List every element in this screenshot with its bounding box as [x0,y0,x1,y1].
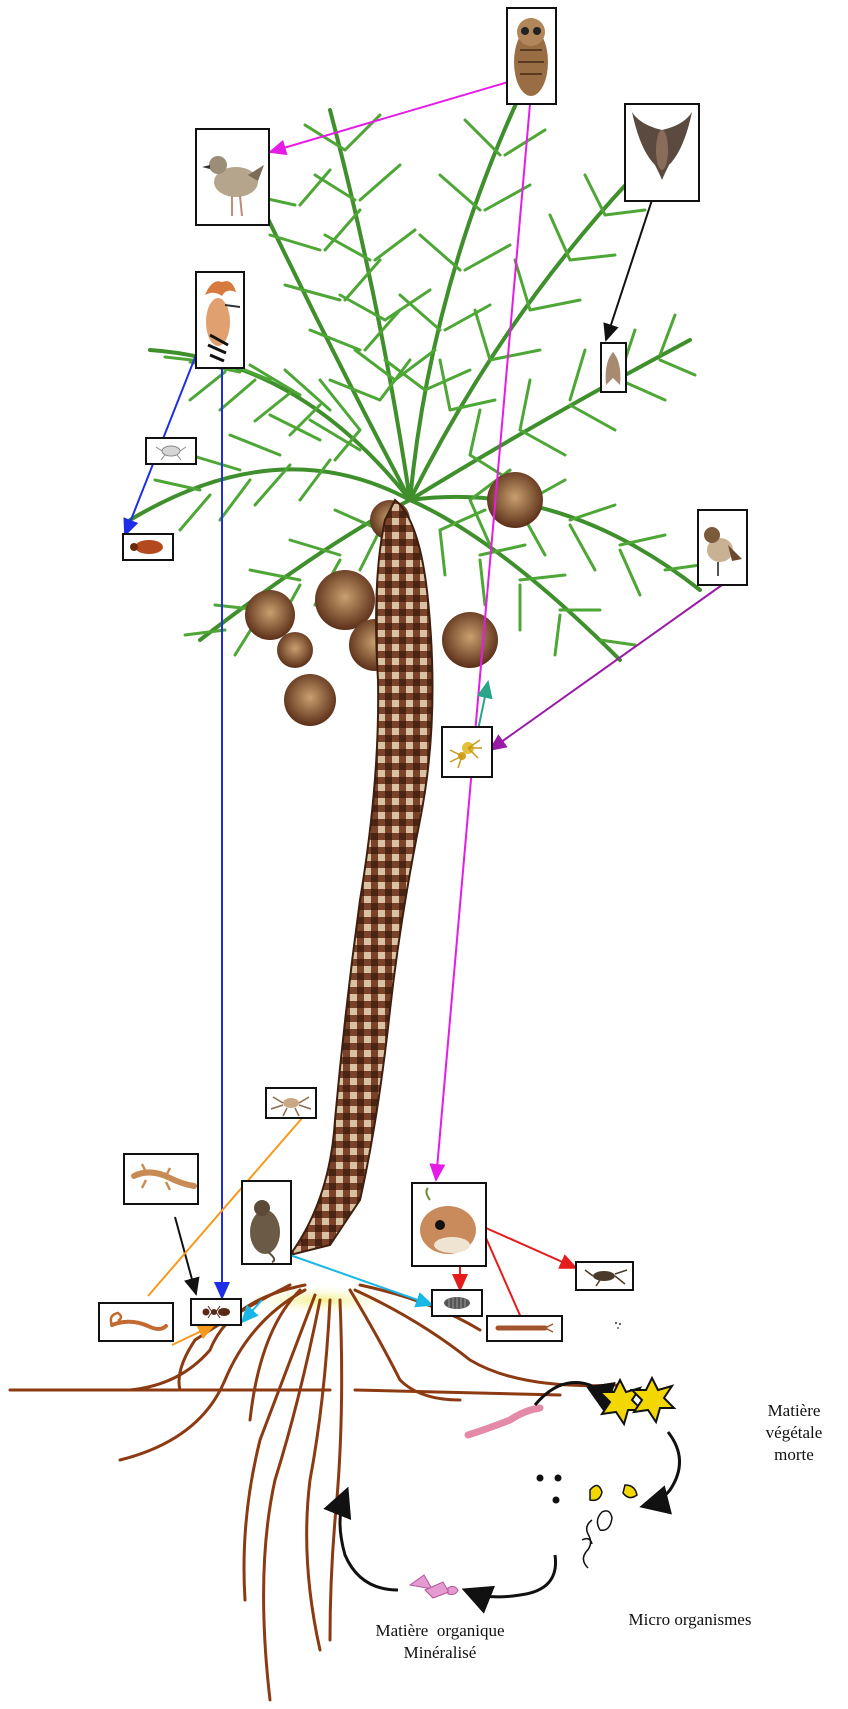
owl-box [507,8,556,104]
dead-plant-label-line2: morte [740,1444,848,1466]
palm-tree [130,95,700,1255]
isopod-icon [444,1297,470,1309]
shrew-box [242,1181,291,1264]
mineral-label-line1: Matière organique [345,1620,535,1642]
ant-box [191,1299,241,1325]
sparrow-box [698,510,747,585]
cycle-arrow-micro-to-mineral [470,1555,556,1597]
mineral-matter-icon [410,1575,458,1598]
scorpion-box [99,1303,173,1341]
weevil-box [123,534,173,560]
cycle-arrow-mineral-to-roots [340,1495,398,1590]
spider-box [442,727,492,777]
bat-box [625,104,699,201]
gecko-box [124,1154,198,1204]
earwig-box [487,1316,562,1341]
decomposition-cycle [340,1378,680,1598]
camel-spider-box [266,1088,316,1118]
small-insect-icon [615,1322,621,1329]
isopod-box [432,1290,482,1316]
microorganisms-label: Micro organismes [605,1609,775,1631]
arrow-gerbil-to-cricket [486,1228,576,1268]
leaf-fragments-icon [590,1485,637,1500]
microorganisms-label-text: Micro organismes [605,1609,775,1631]
mineral-matter-label: Matière organique Minéralisé [345,1620,535,1664]
cricket-box [576,1262,633,1290]
cycle-arrow-leaves-down [648,1432,680,1505]
arrow-bat-to-moth [606,200,652,340]
arrow-sparrow-to-spider [490,585,722,750]
mineral-label-line2: Minéralisé [345,1642,535,1664]
earthworm-icon [468,1408,540,1435]
dead-plant-label-line1: Matière végétale [740,1400,848,1444]
arrow-gecko-to-ant [175,1217,196,1294]
gerbil-box [412,1183,486,1266]
dove-box [196,129,269,225]
moth-box [601,343,626,392]
hoopoe-box [196,272,244,368]
arrow-owl-to-dove [270,80,515,152]
owl-icon [514,18,548,96]
aphid-box [146,438,196,464]
dead-plant-label: Matière végétale morte [740,1400,848,1466]
